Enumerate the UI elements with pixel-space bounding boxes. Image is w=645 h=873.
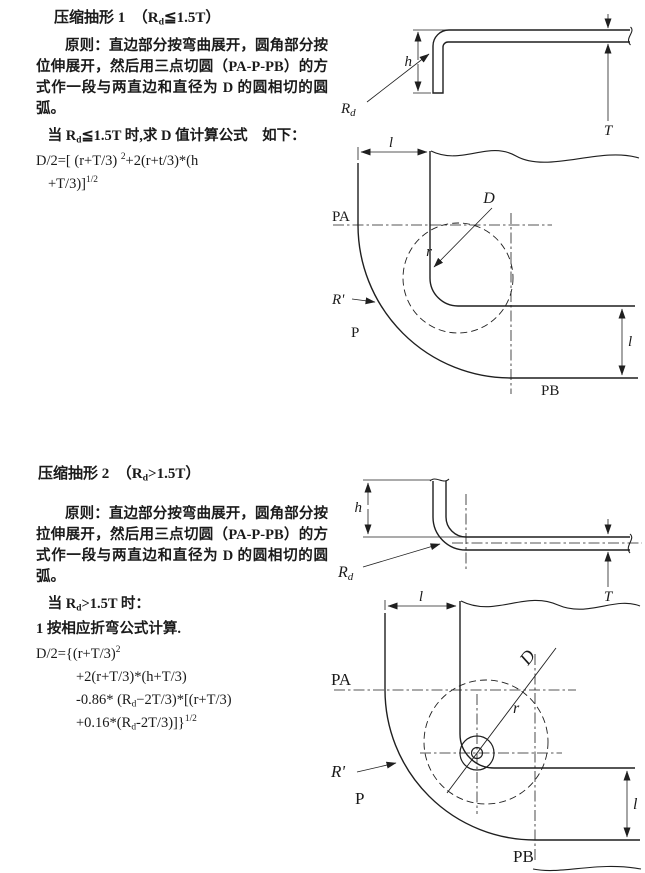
section2-formula-line3: -0.86* (Rd−2T/3)*[(r+T/3)	[76, 691, 232, 710]
section1-figure: h Rd T	[331, 14, 640, 399]
section1-plan-view: l l D r R' PA P PB	[331, 135, 640, 399]
sheet-break-line-bottom	[532, 865, 642, 872]
dim-label-l-right: l	[633, 796, 638, 813]
r-prime-leader	[351, 297, 376, 305]
centerlines	[334, 654, 576, 863]
h-dimension	[363, 479, 463, 538]
section2-formula-line1: D/2={(r+T/3)2	[36, 645, 121, 662]
centerlines	[333, 213, 552, 394]
blank-outer-contour	[384, 613, 640, 841]
dim-label-h: h	[355, 500, 363, 516]
dim-label-l-top: l	[419, 589, 423, 605]
dim-label-rd: Rd	[340, 101, 356, 119]
l-top-dimension	[357, 147, 428, 160]
section2-method: 1 按相应折弯公式计算.	[36, 620, 181, 637]
section1-text: 压缩抽形 1 （Rd≦1.5T） 原则：直边部分按弯曲展开，圆角部分按位伸展开，…	[36, 8, 328, 197]
rd-leader	[362, 543, 441, 568]
dim-label-l-top: l	[389, 135, 393, 151]
sheet-break-line	[430, 150, 640, 163]
section2-formula-line4: +0.16*(Rd-2T/3)]}1/2	[76, 714, 197, 733]
development-circle-D	[402, 222, 514, 334]
wall-break-line	[429, 478, 450, 482]
section2-figure: h Rd T	[330, 478, 642, 872]
dim-label-rd: Rd	[337, 564, 354, 583]
blank-outer-contour	[357, 163, 638, 379]
dim-label-r-prime: R'	[330, 762, 345, 781]
sheet-break-line	[627, 26, 633, 46]
dim-label-h: h	[405, 54, 413, 70]
dim-label-d: D	[515, 646, 539, 669]
point-label-pa: PA	[331, 670, 352, 689]
part-outline-inner	[445, 481, 630, 538]
part-outline-outer	[432, 481, 630, 551]
dim-label-t: T	[604, 589, 614, 605]
l-top-dimension	[384, 600, 457, 610]
dim-label-r-prime: R'	[331, 292, 345, 308]
point-label-p: P	[351, 325, 359, 341]
section1-cross-section-view: h Rd T	[340, 14, 633, 139]
dim-label-t: T	[604, 123, 614, 139]
section1-condition: 当 Rd≦1.5T 时,求 D 值计算公式 如下：	[47, 127, 306, 146]
d-leader	[433, 207, 493, 268]
d-diagonal-line	[446, 647, 557, 794]
dim-label-r: r	[426, 244, 432, 260]
centerlines	[452, 494, 642, 572]
part-inner-corner	[429, 151, 635, 307]
rd-leader	[366, 53, 430, 103]
point-label-pb: PB	[541, 383, 559, 399]
point-label-pb: PB	[513, 847, 534, 866]
point-label-pa: PA	[332, 209, 350, 225]
section1-formula-line1: D/2=[ (r+T/3) 2+2(r+t/3)*(h	[36, 152, 199, 169]
part-outline	[432, 29, 630, 94]
section1-principle: 原则：直边部分按弯曲展开，圆角部分按位伸展开，然后用三点切圆（PA-P-PB）的…	[36, 37, 328, 117]
part-inner-corner	[459, 601, 635, 769]
dim-label-d: D	[482, 190, 495, 207]
dim-label-l-right: l	[628, 334, 632, 350]
section2-plan-view: D r l l R' PA P PB	[330, 589, 642, 872]
point-label-p: P	[355, 789, 364, 808]
section2-principle: 原则：直边部分按弯曲展开，圆角部分按拉伸展开，然后用三点切圆（PA-P-PB）的…	[36, 505, 328, 585]
section2-cross-section-view: h Rd T	[337, 478, 642, 605]
section1-formula-line2: +T/3)]1/2	[48, 175, 99, 192]
section1-title: 压缩抽形 1 （Rd≦1.5T）	[54, 10, 221, 28]
r-prime-leader	[356, 761, 397, 773]
sheet-break-line-top	[460, 599, 641, 610]
development-circle-D	[423, 679, 549, 805]
section2-condition: 当 Rd>1.5T 时：	[47, 595, 150, 614]
section2-title: 压缩抽形 2 （Rd>1.5T）	[38, 466, 201, 484]
dim-label-r: r	[513, 700, 520, 717]
section2-text: 压缩抽形 2 （Rd>1.5T） 原则：直边部分按弯曲展开，圆角部分按拉伸展开，…	[36, 464, 328, 736]
section2-formula-line2: +2(r+T/3)*(h+T/3)	[76, 668, 187, 685]
h-dimension	[413, 29, 446, 94]
